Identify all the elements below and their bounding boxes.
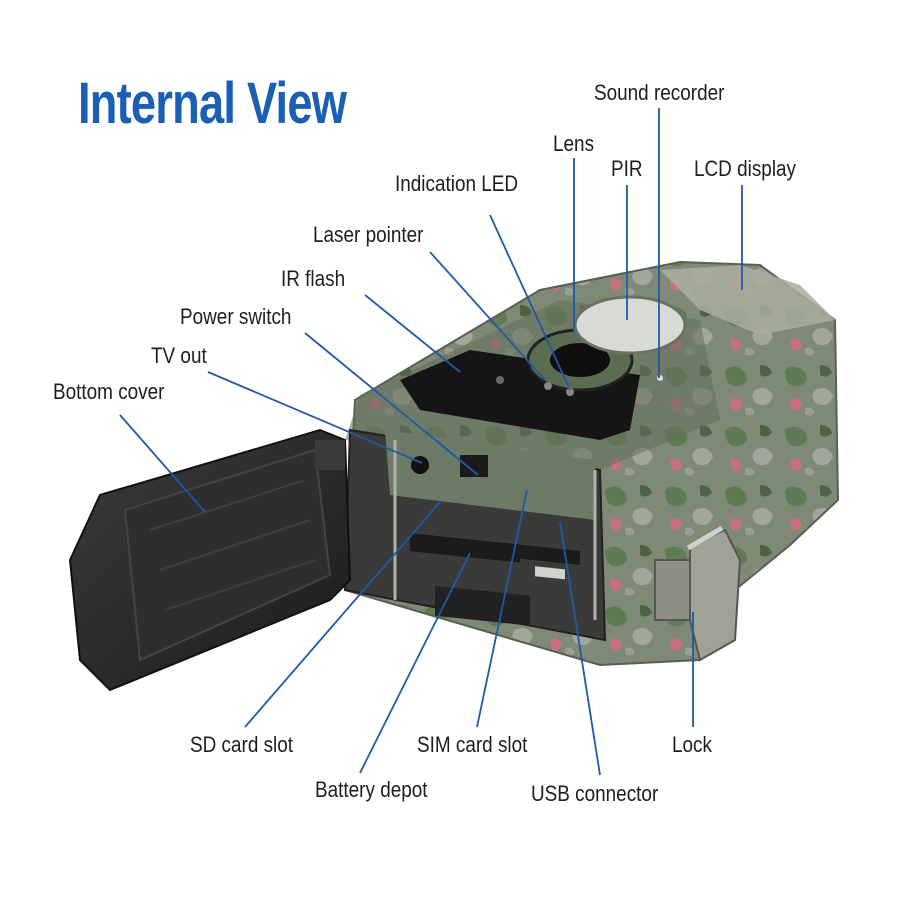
leader-sd-card-slot <box>244 501 441 728</box>
leader-tv-out <box>207 371 423 464</box>
lock-latch <box>654 525 742 662</box>
label-ir-flash: IR flash <box>281 266 346 291</box>
leader-bottom-cover <box>119 414 206 513</box>
label-power-switch: Power switch <box>180 304 292 329</box>
leader-lines <box>119 108 743 776</box>
label-laser-pointer: Laser pointer <box>313 222 424 247</box>
label-bottom-cover: Bottom cover <box>53 379 165 404</box>
label-sim-card-slot: SIM card slot <box>417 732 528 757</box>
leader-sim-card-slot <box>476 489 528 728</box>
front-window <box>400 295 687 440</box>
label-battery-depot: Battery depot <box>315 777 428 802</box>
battery-compartment <box>343 428 607 642</box>
bottom-cover <box>68 428 352 692</box>
leader-power-switch <box>304 332 479 476</box>
leader-battery-depot <box>359 552 471 774</box>
label-lens: Lens <box>553 131 595 156</box>
label-tv-out: TV out <box>151 343 207 368</box>
label-lcd-display: LCD display <box>694 156 797 181</box>
label-pir: PIR <box>611 156 643 181</box>
leader-indication-led <box>489 214 571 391</box>
label-indication-led: Indication LED <box>395 171 519 196</box>
leader-laser-pointer <box>429 251 546 381</box>
label-usb-connector: USB connector <box>531 781 659 806</box>
label-sound-recorder: Sound recorder <box>594 80 725 105</box>
page-title: Internal View <box>78 71 347 136</box>
label-sd-card-slot: SD card slot <box>190 732 294 757</box>
label-lock: Lock <box>672 732 712 757</box>
leader-ir-flash <box>364 294 461 373</box>
leader-usb-connector <box>559 521 601 776</box>
